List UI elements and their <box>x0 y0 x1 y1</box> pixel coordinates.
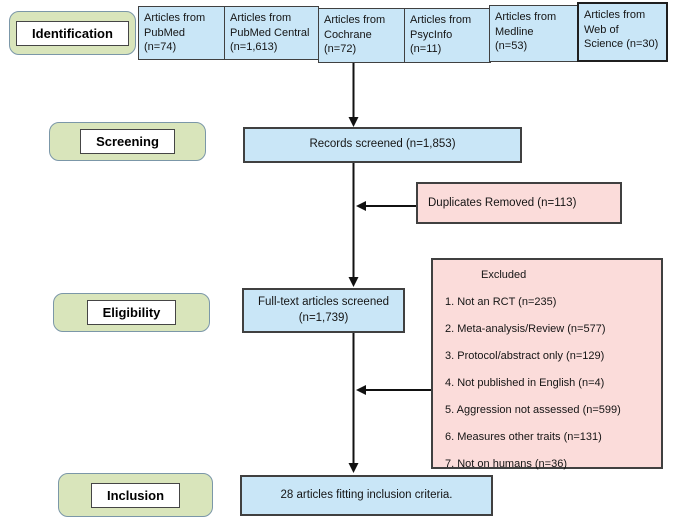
arrowhead-fulltext-to-inclusion <box>348 463 359 473</box>
source-box-medline: Articles from Medline (n=53) <box>489 5 579 62</box>
excluded-item-4: 4. Not published in English (n=4) <box>445 377 605 389</box>
excluded-item-2: 2. Meta-analysis/Review (n=577) <box>445 323 606 335</box>
excluded-box: Excluded 1. Not an RCT (n=235) 2. Meta-a… <box>431 258 663 470</box>
excluded-title: Excluded <box>481 269 527 281</box>
stage-inclusion-label: Inclusion <box>90 482 181 508</box>
stage-identification-label: Identification <box>16 20 129 46</box>
stage-eligibility-label: Eligibility <box>86 300 177 325</box>
duplicates-removed-box: Duplicates Removed (n=113) <box>416 182 622 224</box>
arrowhead-duplicates-branch <box>356 201 366 211</box>
records-screened-box: Records screened (n=1,853) <box>243 127 522 163</box>
stage-screening-label: Screening <box>80 129 175 154</box>
excluded-item-7: 7. Not on humans (n=36) <box>445 458 567 470</box>
source-box-web-of-science: Articles from Web of Science (n=30) <box>577 2 668 62</box>
stage-inclusion: Inclusion <box>58 473 213 517</box>
excluded-item-3: 3. Protocol/abstract only (n=129) <box>445 350 605 362</box>
source-box-pubmed-central: Articles from PubMed Central (n=1,613) <box>224 6 319 60</box>
inclusion-result-box: 28 articles fitting inclusion criteria. <box>240 475 493 516</box>
fulltext-screened-box: Full-text articles screened (n=1,739) <box>242 288 405 333</box>
source-box-psycinfo: Articles from PsycInfo (n=11) <box>404 8 491 63</box>
source-box-pubmed: Articles from PubMed (n=74) <box>138 6 226 60</box>
excluded-item-6: 6. Measures other traits (n=131) <box>445 431 602 443</box>
arrowhead-sources-to-records <box>348 117 359 127</box>
stage-eligibility: Eligibility <box>53 293 210 332</box>
stage-identification: Identification <box>9 11 136 55</box>
excluded-item-5: 5. Aggression not assessed (n=599) <box>445 404 621 416</box>
arrowhead-records-to-fulltext <box>348 277 359 287</box>
source-box-cochrane: Articles from Cochrane (n=72) <box>318 8 406 63</box>
stage-screening: Screening <box>49 122 206 161</box>
arrowhead-excluded-branch <box>356 385 366 395</box>
excluded-item-1: 1. Not an RCT (n=235) <box>445 296 557 308</box>
